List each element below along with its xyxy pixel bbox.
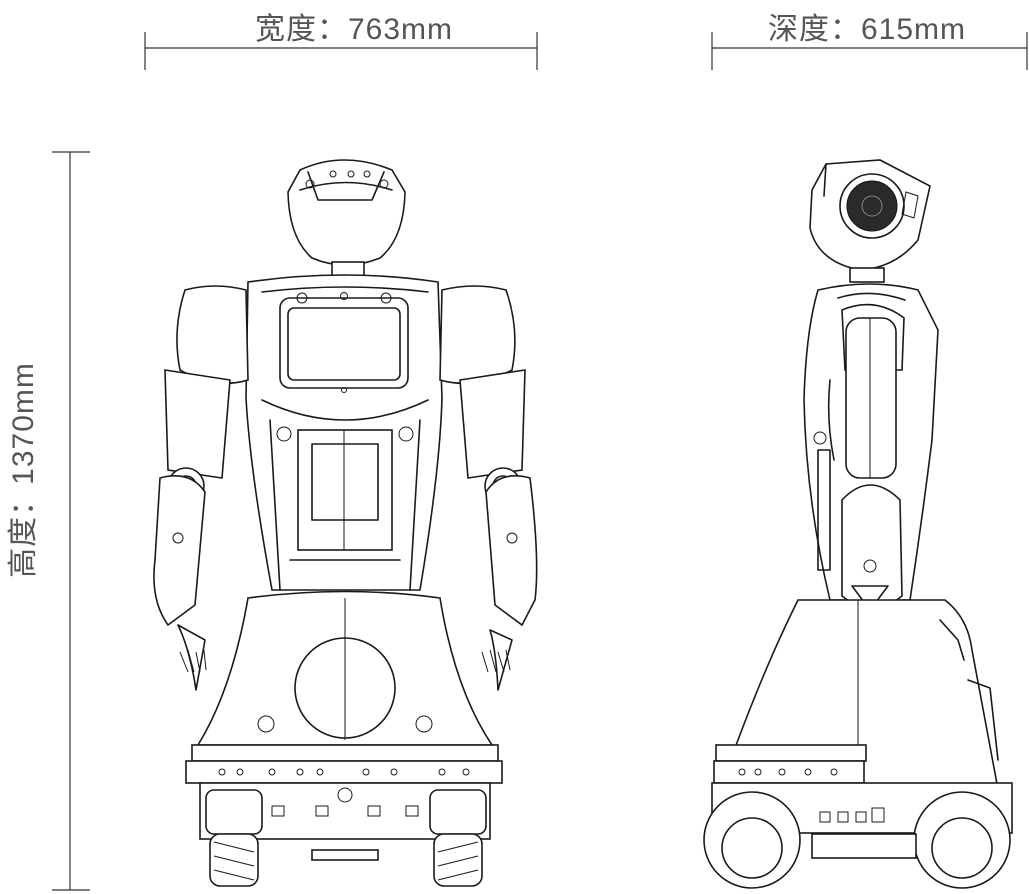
height-dimension-line <box>52 151 90 891</box>
front-torso <box>245 274 443 591</box>
width-dimension-label: 宽度：763mm <box>255 13 454 46</box>
front-base-port-row <box>218 768 470 776</box>
side-head <box>809 159 931 283</box>
depth-dimension-line <box>711 32 1028 70</box>
front-head <box>287 159 406 279</box>
front-left-arm <box>153 285 249 691</box>
side-wheels <box>703 791 1011 889</box>
robot-side-view <box>703 159 1013 889</box>
front-right-arm <box>439 285 538 691</box>
robot-front-view <box>153 159 538 887</box>
depth-dimension-label: 深度：615mm <box>768 13 967 46</box>
front-wheels <box>205 789 487 887</box>
width-dimension-line <box>144 32 538 70</box>
